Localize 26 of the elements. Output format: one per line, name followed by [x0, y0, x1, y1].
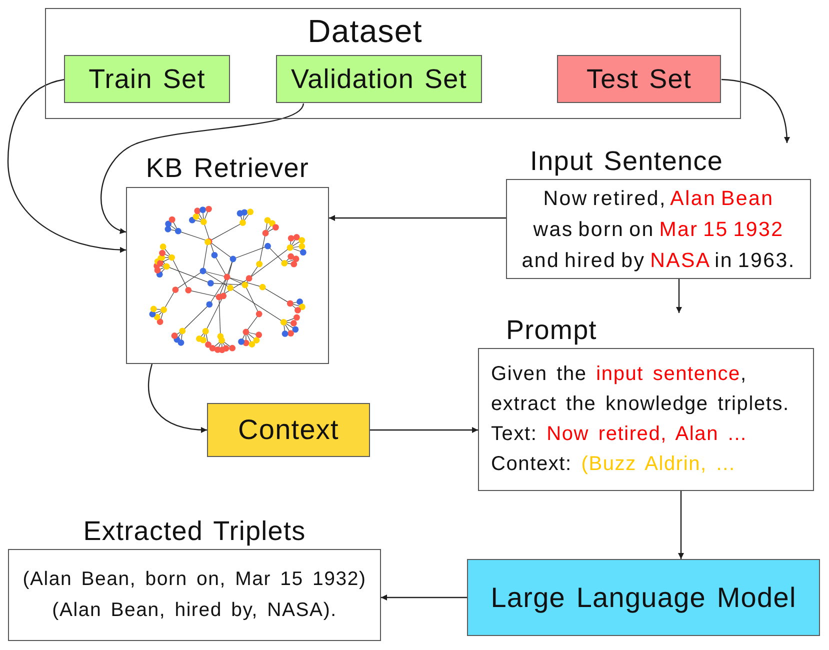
- prompt-line: Given the input sentence, extract the knowledge triplets.: [491, 362, 790, 417]
- arrow: [148, 364, 208, 433]
- arrow: [100, 103, 304, 234]
- data-split-box: Test Set: [557, 55, 721, 103]
- data-split-box: Validation Set: [276, 55, 482, 103]
- arrow: [381, 594, 467, 600]
- arrow: [7, 78, 126, 253]
- panel-heading: Prompt: [506, 314, 597, 347]
- panel-heading: KB Retriever: [146, 152, 310, 185]
- group-frame: [45, 8, 741, 119]
- triplet-text: (Alan Bean, hired by, NASA).: [51, 598, 338, 623]
- arrow: [678, 491, 684, 559]
- triplet-text: (Alan Bean, born on, Mar 15 1932): [22, 567, 368, 592]
- model-box: Large Language Model: [467, 559, 820, 636]
- panel-heading: Input Sentence: [530, 145, 724, 178]
- arrow: [721, 78, 790, 144]
- prompt-line: Text: Now retired, Alan ...: [491, 422, 748, 447]
- context-box: Context: [207, 403, 370, 457]
- data-split-box: Train Set: [64, 55, 230, 103]
- arrow: [370, 427, 478, 433]
- panel-heading: Extracted Triplets: [83, 515, 306, 548]
- group-heading: Dataset: [308, 12, 422, 50]
- arrow: [329, 215, 506, 221]
- prompt-line: Context: (Buzz Aldrin, ...: [491, 452, 736, 477]
- arrow: [676, 279, 682, 313]
- sentence-text: Now retired, Alan Bean was born on Mar 15 1932 and hired by NASA in 1963.: [520, 186, 796, 274]
